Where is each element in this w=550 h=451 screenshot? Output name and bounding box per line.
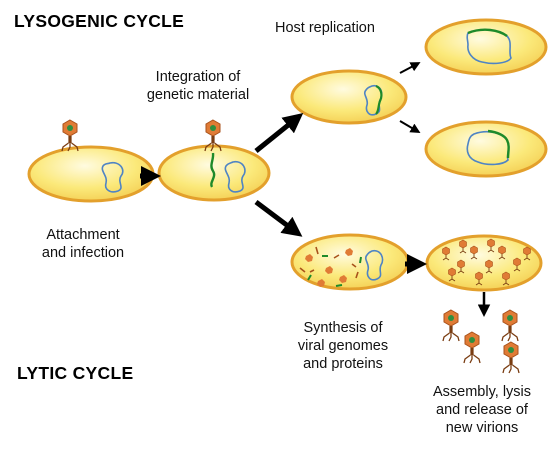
release-label: Assembly, lysis and release of new virio… [420,383,544,437]
process-arrow-icon [254,200,303,237]
integration-label-line: Integration of [155,69,241,85]
lytic-cycle-title: LYTIC CYCLE [17,363,134,383]
cell-integration [157,144,271,202]
process-arrow-icon [399,120,421,134]
cell-attachment [27,145,155,203]
lysogenic-cycle-title: LYSOGENIC CYCLE [14,11,185,31]
cell-synthesis [290,233,410,291]
synthesis-label-line: viral genomes [297,338,389,354]
viral-components [299,246,362,287]
integration-label: Integration of genetic material [133,68,263,104]
host-replication-label: Host replication [275,20,375,36]
release-label-line: new virions [445,420,519,436]
release-label-line: Assembly, lysis [432,384,532,400]
cell-assembly [425,234,543,292]
attachment-label-line: and infection [41,245,125,261]
bacteriophage-icon [61,119,79,152]
released-virions [442,309,520,374]
synthesis-label-line: Synthesis of [303,320,383,336]
cell-host-replication [290,69,408,125]
process-arrows [140,62,491,317]
bacteriophage-icon [204,119,222,152]
process-arrow-icon [399,62,421,74]
attachment-label: Attachment and infection [23,226,143,262]
process-arrow-icon [254,112,304,153]
cell-daughter-bottom [424,120,548,178]
cell-daughter-top [424,18,548,76]
attachment-label-line: Attachment [46,227,120,243]
synthesis-label-line: and proteins [303,356,383,372]
release-label-line: and release of [436,402,528,418]
synthesis-label: Synthesis of viral genomes and proteins [283,319,403,373]
integration-label-line: genetic material [146,87,250,103]
